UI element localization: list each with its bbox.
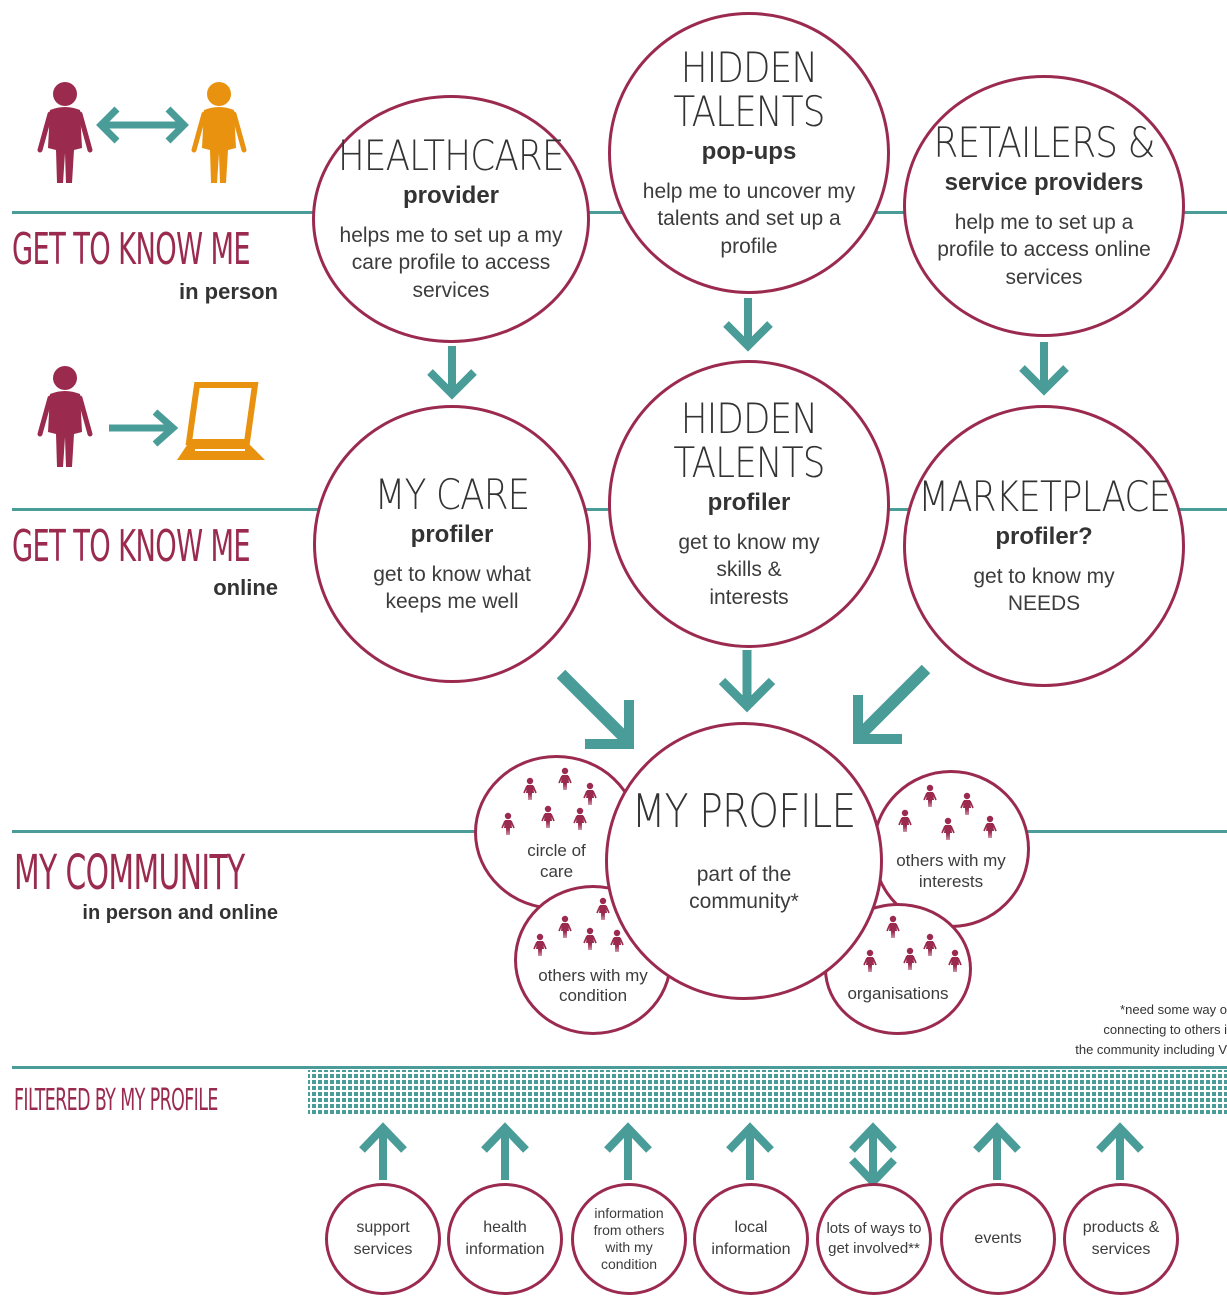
circle-hidden-talents-popups: HIDDEN TALENTS pop-ups help me to uncove… (608, 12, 890, 294)
healthcare-sub: provider (402, 182, 500, 210)
label-get-to-know-me-online: GET TO KNOW ME (12, 521, 251, 572)
footnote-line-2: connecting to others i (1103, 1022, 1227, 1038)
circle-my-profile: MY PROFILE part of the community* (605, 722, 883, 1000)
my-profile-title: MY PROFILE (632, 783, 856, 838)
arrow-right-icon (109, 409, 179, 447)
hidden-talents-profiler-title: HIDDEN TALENTS (673, 393, 825, 488)
person-icon (37, 82, 93, 183)
hidden-talents-popups-sub: pop-ups (701, 138, 797, 166)
arrow-diagonal-down-left-icon (853, 664, 931, 744)
row-line-filtered (12, 1066, 1227, 1069)
others-condition-label: others with my condition (538, 965, 648, 1005)
label-get-to-know-me-in-person: GET TO KNOW ME (12, 224, 251, 275)
retailers-title: RETAILERS & (933, 118, 1155, 167)
retailers-desc: help me to set up a profile to access on… (937, 211, 1151, 289)
circle-of-care-label: circle of care (527, 841, 586, 881)
retailers-sub: service providers (944, 169, 1144, 197)
arrow-down-icon (427, 346, 477, 400)
source-label: products & services (1082, 1219, 1160, 1258)
hidden-talents-popups-title: HIDDEN TALENTS (673, 42, 825, 137)
hidden-talents-popups-desc: help me to uncover my talents and set up… (642, 180, 856, 258)
circle-hidden-talents-profiler: HIDDEN TALENTS profiler get to know my s… (608, 360, 890, 648)
circle-marketplace-profiler: MARKETPLACE profiler? get to know my NEE… (903, 405, 1185, 687)
footnote-line-3: the community including V (1075, 1042, 1227, 1058)
source-label: lots of ways to get involved** (826, 1219, 922, 1257)
double-arrow-icon (96, 106, 189, 144)
my-care-desc: get to know what keeps me well (373, 562, 531, 614)
source-health-information: health information (447, 1183, 563, 1295)
source-label: local information (711, 1219, 791, 1258)
row-line-in-person (12, 211, 1227, 214)
marketplace-title: MARKETPLACE (918, 471, 1171, 521)
label-my-community: MY COMMUNITY (14, 845, 245, 901)
arrow-down-icon (723, 298, 773, 352)
healthcare-desc: helps me to set up a my care profile to … (339, 224, 563, 302)
label-online: online (213, 575, 278, 600)
label-filtered-by-my-profile: FILTERED BY MY PROFILE (14, 1083, 218, 1118)
person-icon-orange (191, 82, 247, 183)
healthcare-title: HEALTHCARE (338, 131, 565, 180)
source-events: events (940, 1183, 1056, 1295)
hidden-talents-profiler-desc: get to know my skills & interests (678, 531, 820, 609)
my-care-sub: profiler (410, 520, 494, 548)
source-label: support services (353, 1219, 413, 1258)
circle-retailers-service-providers: RETAILERS & service providers help me to… (903, 75, 1185, 337)
marketplace-sub: profiler? (995, 522, 1093, 550)
source-support-services: support services (325, 1183, 441, 1295)
source-label: information from others with my conditio… (593, 1205, 665, 1272)
hidden-talents-profiler-sub: profiler (707, 489, 791, 517)
my-care-title: MY CARE (374, 469, 531, 519)
source-label: health information (465, 1219, 545, 1258)
arrow-down-icon (1019, 342, 1069, 396)
arrow-diagonal-down-right-icon (556, 669, 634, 749)
label-in-person: in person (178, 279, 278, 304)
source-products-services: products & services (1063, 1183, 1179, 1295)
my-profile-desc: part of the community* (689, 862, 799, 914)
source-local-information: local information (693, 1183, 809, 1295)
laptop-icon (177, 382, 265, 460)
circle-healthcare-provider: HEALTHCARE provider helps me to set up a… (312, 95, 590, 343)
person-icon (37, 366, 93, 467)
label-in-person-and-online: in person and online (82, 902, 278, 924)
source-information-from-others: information from others with my conditio… (571, 1183, 687, 1295)
marketplace-desc: get to know my NEEDS (973, 564, 1115, 616)
source-lots-of-ways-to-get-involved: lots of ways to get involved** (816, 1183, 932, 1295)
arrow-down-icon (718, 650, 776, 713)
source-label: events (974, 1230, 1022, 1247)
organisations-label: organisations (847, 984, 949, 1003)
others-interests-label: others with my interests (896, 851, 1006, 891)
footnote-line-1: *need some way o (1120, 1002, 1227, 1017)
circle-my-care-profiler: MY CARE profiler get to know what keeps … (313, 405, 591, 683)
footnote: *need some way o connecting to others i … (980, 1000, 1227, 1060)
